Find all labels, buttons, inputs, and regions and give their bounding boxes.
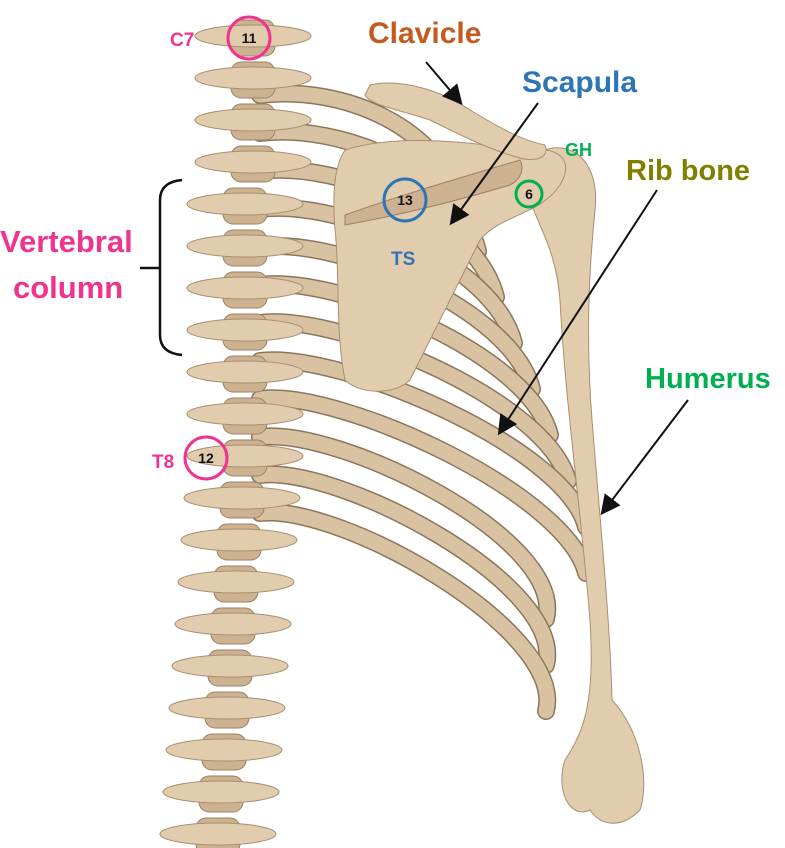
vertebral-column-bracket — [140, 178, 183, 357]
humerus-arrow — [600, 399, 689, 516]
transverse-process — [186, 360, 304, 384]
transverse-process — [180, 528, 298, 552]
t8-marker: 12 — [183, 435, 229, 481]
clavicle-arrow — [425, 61, 463, 106]
c7-marker-number: 11 — [242, 30, 257, 46]
gh-marker-number: 6 — [525, 186, 533, 202]
vertebral-column-label-line2: column — [13, 270, 123, 305]
clavicle-label: Clavicle — [368, 17, 481, 50]
transverse-process — [194, 150, 312, 174]
gh-label: GH — [565, 140, 592, 160]
c7-label: C7 — [170, 30, 194, 51]
rib — [252, 504, 555, 719]
transverse-process — [186, 318, 304, 342]
transverse-process — [159, 822, 277, 846]
scapula-label: Scapula — [522, 66, 637, 99]
scapula-bone — [333, 140, 567, 392]
transverse-process — [194, 66, 312, 90]
transverse-process — [171, 654, 289, 678]
transverse-process — [186, 444, 304, 468]
rib — [252, 390, 594, 581]
transverse-process — [186, 192, 304, 216]
gh-marker: 6 — [514, 179, 544, 209]
transverse-process — [186, 276, 304, 300]
rib-bone-label: Rib bone — [626, 155, 750, 187]
c7-marker: 11 — [226, 15, 272, 61]
transverse-process — [165, 738, 283, 762]
transverse-process — [186, 234, 304, 258]
transverse-process — [194, 108, 312, 132]
rib — [252, 352, 594, 535]
t8-label: T8 — [152, 452, 174, 473]
transverse-process — [168, 696, 286, 720]
t8-marker-number: 12 — [198, 450, 214, 466]
ts-label: TS — [391, 249, 415, 270]
humerus-label: Humerus — [645, 363, 771, 395]
rib — [252, 314, 576, 489]
rib — [252, 428, 555, 627]
rib — [252, 466, 555, 673]
transverse-process — [183, 486, 301, 510]
transverse-process — [186, 402, 304, 426]
transverse-process — [194, 24, 312, 48]
scapula-arrow — [449, 102, 539, 226]
vertebral-column — [159, 19, 312, 848]
transverse-process — [177, 570, 295, 594]
transverse-process — [162, 780, 280, 804]
rib-bone-arrow — [497, 189, 658, 436]
ts-marker: 13 — [382, 177, 428, 223]
ts-marker-number: 13 — [397, 192, 413, 208]
vertebral-column-label-line1: Vertebral — [0, 224, 133, 259]
transverse-process — [174, 612, 292, 636]
humerus-bone — [527, 147, 645, 824]
